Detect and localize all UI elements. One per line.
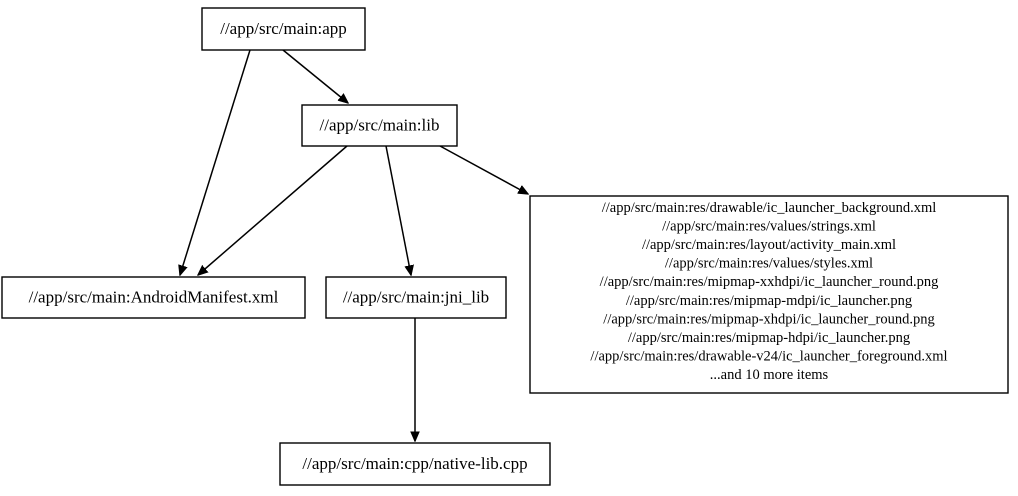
resource-list-line: //app/src/main:res/drawable/ic_launcher_… bbox=[602, 200, 937, 216]
node-app[interactable]: //app/src/main:app bbox=[201, 7, 366, 51]
node-lib-box bbox=[301, 104, 458, 147]
resource-list-line: //app/src/main:res/drawable-v24/ic_launc… bbox=[590, 349, 947, 365]
edges-layer bbox=[180, 49, 528, 441]
node-android-manifest-label: //app/src/main:AndroidManifest.xml bbox=[29, 287, 279, 306]
node-app-label: //app/src/main:app bbox=[220, 19, 347, 38]
edge-lib-to-jni-lib bbox=[385, 145, 411, 275]
node-native-lib-cpp-label: //app/src/main:cpp/native-lib.cpp bbox=[302, 454, 527, 473]
node-lib-label: //app/src/main:lib bbox=[320, 115, 440, 134]
resource-list-line: //app/src/main:res/mipmap-mdpi/ic_launch… bbox=[626, 293, 912, 309]
resource-list-line: //app/src/main:res/values/strings.xml bbox=[662, 218, 876, 234]
node-native-lib-cpp[interactable]: //app/src/main:cpp/native-lib.cpp bbox=[279, 442, 551, 486]
nodes-layer: //app/src/main:app //app/src/main:lib //ap… bbox=[1, 7, 1009, 486]
node-jni-lib[interactable]: //app/src/main:jni_lib bbox=[325, 276, 507, 319]
node-android-manifest-box bbox=[1, 276, 306, 319]
resource-list-line: //app/src/main:res/layout/activity_main.… bbox=[642, 237, 896, 253]
resource-list-line: //app/src/main:res/mipmap-hdpi/ic_launch… bbox=[628, 330, 910, 346]
edge-lib-to-manifest bbox=[198, 145, 348, 275]
edge-app-to-manifest bbox=[180, 49, 251, 275]
node-jni-lib-box bbox=[325, 276, 507, 319]
resource-list-line: ...and 10 more items bbox=[710, 367, 829, 383]
node-android-manifest[interactable]: //app/src/main:AndroidManifest.xml bbox=[1, 276, 306, 319]
node-resource-list[interactable]: //app/src/main:res/drawable/ic_launcher_… bbox=[529, 195, 1009, 394]
node-app-box bbox=[201, 7, 366, 51]
edge-app-to-lib bbox=[282, 49, 348, 103]
resource-list-line: //app/src/main:res/mipmap-xhdpi/ic_launc… bbox=[603, 311, 934, 327]
node-resource-list-box bbox=[529, 195, 1009, 394]
resource-list-line: //app/src/main:res/values/styles.xml bbox=[665, 256, 873, 272]
node-lib[interactable]: //app/src/main:lib bbox=[301, 104, 458, 147]
edge-lib-to-resources bbox=[439, 145, 528, 194]
node-jni-lib-label: //app/src/main:jni_lib bbox=[343, 287, 489, 306]
resource-list-line: //app/src/main:res/mipmap-xxhdpi/ic_laun… bbox=[600, 274, 939, 290]
node-native-lib-cpp-box bbox=[279, 442, 551, 486]
